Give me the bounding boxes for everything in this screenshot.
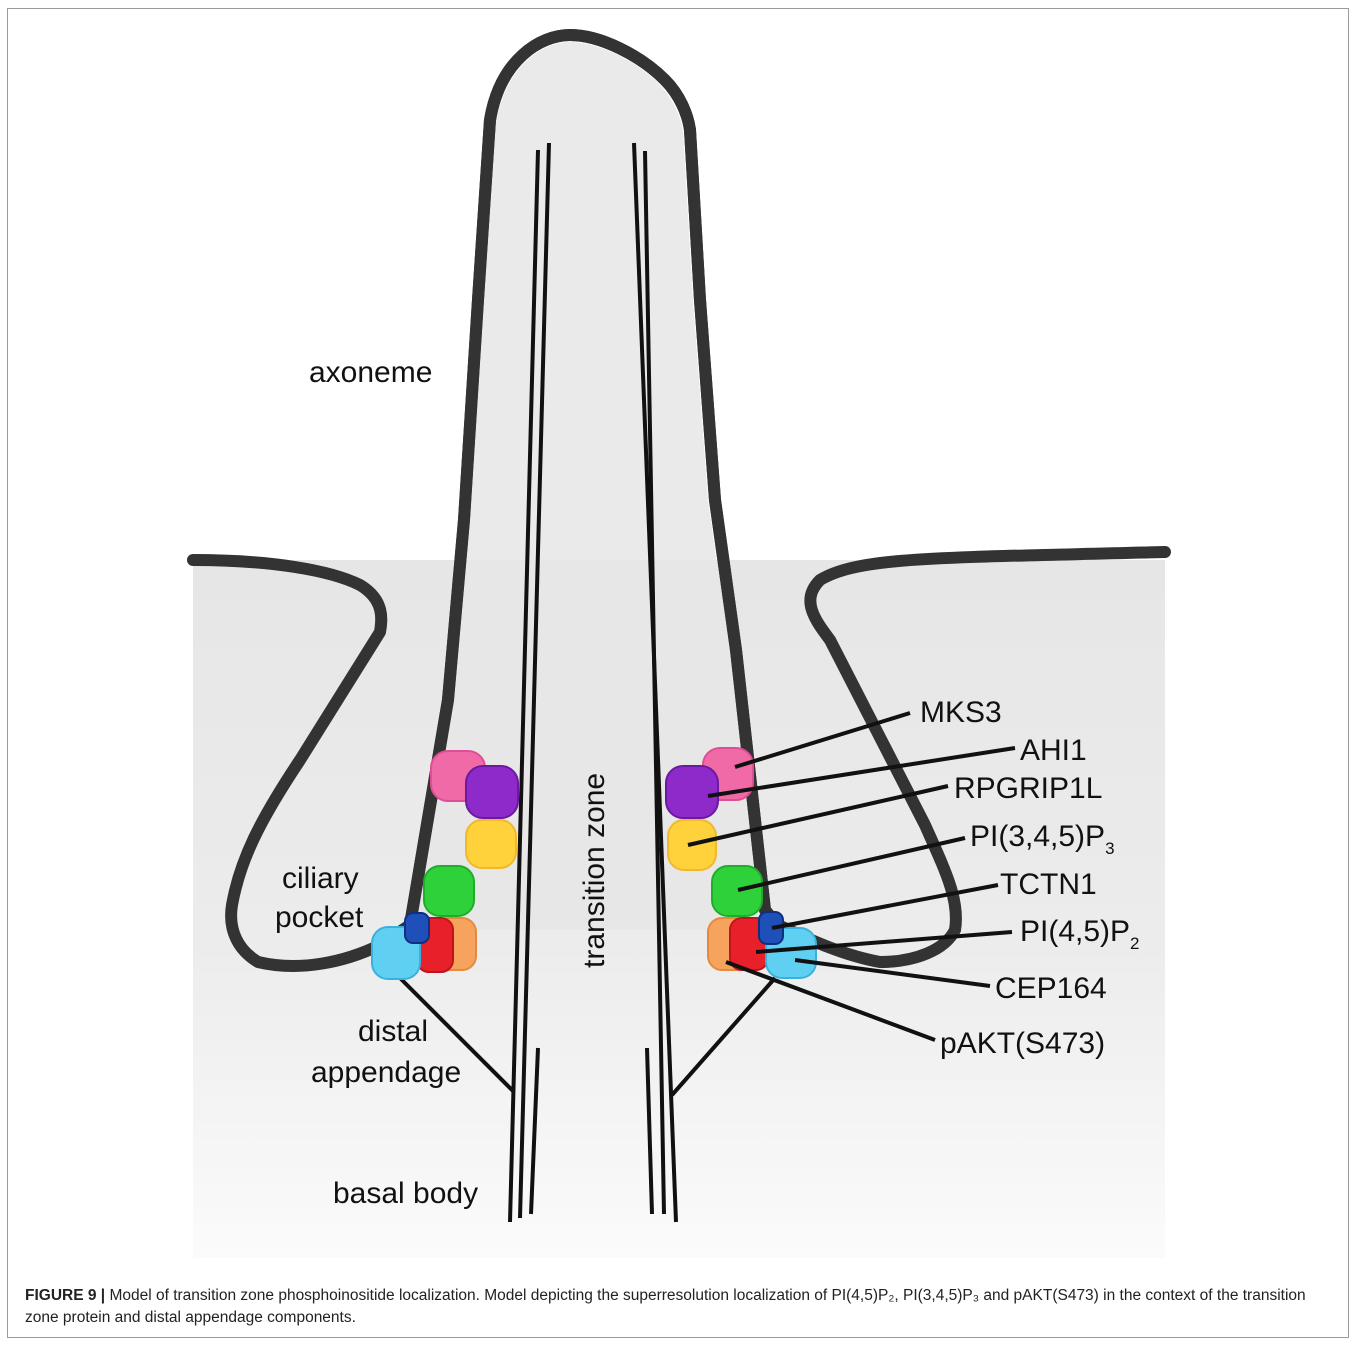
figure-caption: FIGURE 9 | Model of transition zone phos… xyxy=(25,1285,1337,1329)
label-distal-line1: distal xyxy=(358,1015,428,1048)
cilium-diagram: axoneme ciliary pocket distal appendage … xyxy=(0,0,1358,1270)
label-basal-body: basal body xyxy=(333,1177,478,1210)
label-ciliary-line1: ciliary xyxy=(282,862,359,895)
label-pi345p3: PI(3,4,5)P3 xyxy=(970,820,1115,858)
protein-ahi1-right xyxy=(666,766,718,818)
label-ciliary-line2: pocket xyxy=(275,901,364,934)
label-pi345p3-sub: 3 xyxy=(1105,839,1114,858)
label-ahi1: AHI1 xyxy=(1020,734,1087,767)
figure-label: FIGURE 9 | xyxy=(25,1287,105,1304)
protein-pi345p3-left xyxy=(424,866,474,916)
label-pi45p2: PI(4,5)P2 xyxy=(1020,915,1140,953)
protein-tctn1-left xyxy=(405,913,429,943)
label-cep164: CEP164 xyxy=(995,972,1107,1005)
label-axoneme: axoneme xyxy=(309,356,432,389)
label-mks3: MKS3 xyxy=(920,696,1002,729)
label-tctn1: TCTN1 xyxy=(1000,868,1097,901)
label-transition-zone: transition zone xyxy=(578,773,611,968)
label-pi345p3-main: PI(3,4,5)P xyxy=(970,820,1105,853)
protein-ahi1-left xyxy=(466,766,518,818)
caption-text: Model of transition zone phosphoinositid… xyxy=(25,1287,1306,1326)
label-pi45p2-sub: 2 xyxy=(1130,934,1139,953)
protein-pi345p3-right xyxy=(712,866,762,916)
label-pakt: pAKT(S473) xyxy=(940,1027,1105,1060)
label-rpgrip1l: RPGRIP1L xyxy=(954,772,1102,805)
protein-rpgrip1l-left xyxy=(466,820,516,868)
label-pi45p2-main: PI(4,5)P xyxy=(1020,915,1130,948)
label-distal-line2: appendage xyxy=(311,1056,461,1089)
